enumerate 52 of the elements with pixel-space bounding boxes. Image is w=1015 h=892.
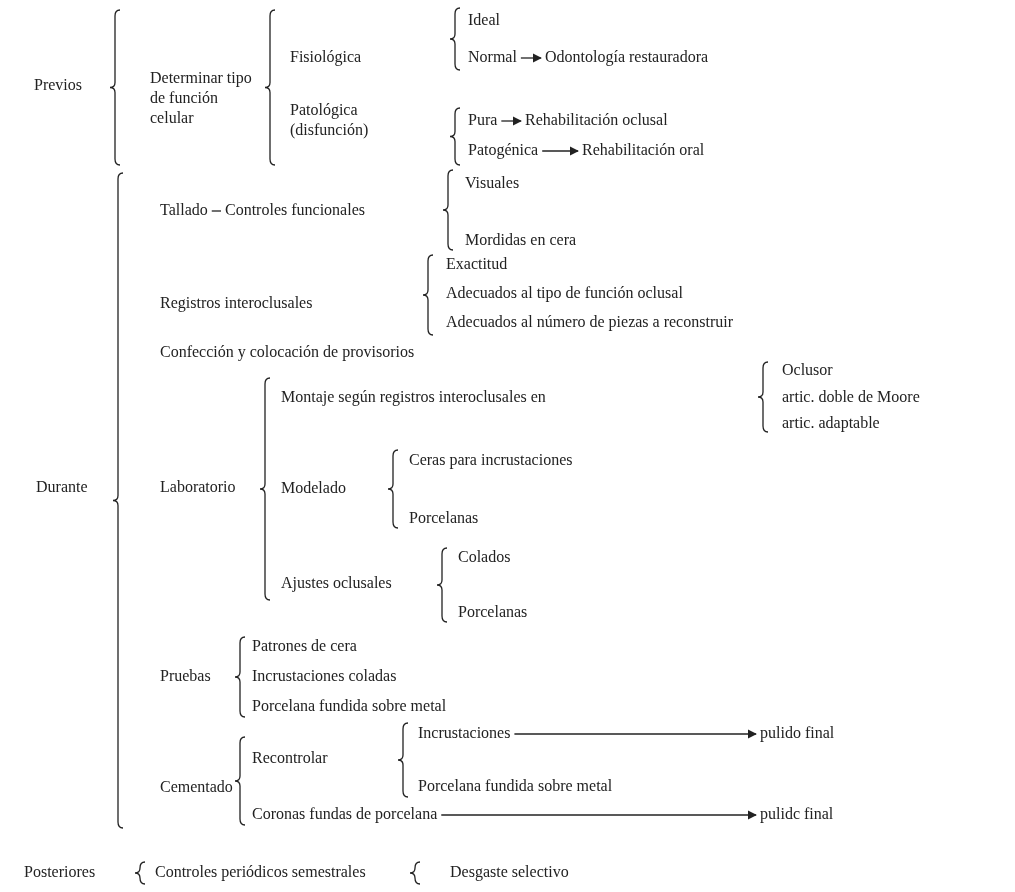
tree-item-text: Visuales bbox=[465, 173, 520, 193]
tree-item-text: Odontología restauradora bbox=[545, 47, 709, 67]
tree-item-text: Confección y colocación de provisorios bbox=[160, 342, 415, 362]
tree-item-text: artic. adaptable bbox=[782, 413, 880, 433]
tree-item-text: Montaje según registros interoclusales en bbox=[281, 387, 546, 407]
tree-item-text: Colados bbox=[458, 547, 511, 567]
tree-item-text: Rehabilitación oral bbox=[582, 140, 705, 160]
tree-item-text: Cementado bbox=[160, 777, 233, 797]
arrow bbox=[500, 116, 522, 126]
tree-item-text: Desgaste selectivo bbox=[450, 862, 569, 882]
tree-item-text: Porcelana fundida sobre metal bbox=[418, 776, 613, 796]
tree-item-text: pulido final bbox=[760, 723, 835, 743]
tree-item-text: artic. doble de Moore bbox=[782, 387, 920, 407]
tree-item-text: Controles funcionales bbox=[225, 200, 365, 220]
connector-line bbox=[211, 210, 222, 212]
tree-item-text: Tallado bbox=[160, 200, 208, 220]
tree-item-text: Posteriores bbox=[24, 862, 96, 882]
tree-item-text: Ceras para incrustaciones bbox=[409, 450, 573, 470]
tree-item-text: Laboratorio bbox=[160, 477, 236, 497]
tree-item-text: Adecuados al número de piezas a reconstruir bbox=[446, 312, 733, 332]
arrow bbox=[541, 146, 579, 156]
tree-item-text: Ideal bbox=[468, 10, 500, 30]
tree-item-text: Mordidas en cera bbox=[465, 230, 577, 250]
tree-item-text: Rehabilitación oclusal bbox=[525, 110, 668, 130]
arrow bbox=[520, 53, 542, 63]
tree-item-text: Recontrolar bbox=[252, 748, 328, 768]
tree-item-text: Ajustes oclusales bbox=[281, 573, 392, 593]
tree-item-text: Incrustaciones coladas bbox=[252, 666, 397, 686]
tree-item-text: Normal bbox=[468, 47, 517, 67]
tree-item-text: Coronas fundas de porcelana bbox=[252, 804, 438, 824]
tree-item-text: Pruebas bbox=[160, 666, 211, 686]
tree-item-text: Oclusor bbox=[782, 360, 833, 380]
tree-item-text: Porcelana fundida sobre metal bbox=[252, 696, 447, 716]
tree-item-text: Fisiológica bbox=[290, 47, 362, 67]
tree-item-text: Determinar tipo de función celular bbox=[150, 68, 262, 128]
tree-item-text: Exactitud bbox=[446, 254, 508, 274]
tree-item-text: Incrustaciones bbox=[418, 723, 511, 743]
tree-item-text: Controles periódicos semestrales bbox=[155, 862, 366, 882]
tree-item-text: Adecuados al tipo de función oclusal bbox=[446, 283, 683, 303]
tree-item-text: Patológica (disfunción) bbox=[290, 100, 390, 140]
tree-item-text: Patogénica bbox=[468, 140, 539, 160]
tree-item-text: Registros interoclusales bbox=[160, 293, 313, 313]
tree-item-text: Patrones de cera bbox=[252, 636, 357, 656]
arrow bbox=[440, 810, 757, 820]
tree-item-text: Previos bbox=[34, 75, 82, 95]
arrow bbox=[513, 729, 757, 739]
tree-item-text: pulidc final bbox=[760, 804, 834, 824]
tree-item-text: Porcelanas bbox=[458, 602, 528, 622]
tree-item-text: Porcelanas bbox=[409, 508, 479, 528]
tree-item-text: Pura bbox=[468, 110, 498, 130]
tree-item-text: Durante bbox=[36, 477, 88, 497]
tree-item-text: Modelado bbox=[281, 478, 346, 498]
